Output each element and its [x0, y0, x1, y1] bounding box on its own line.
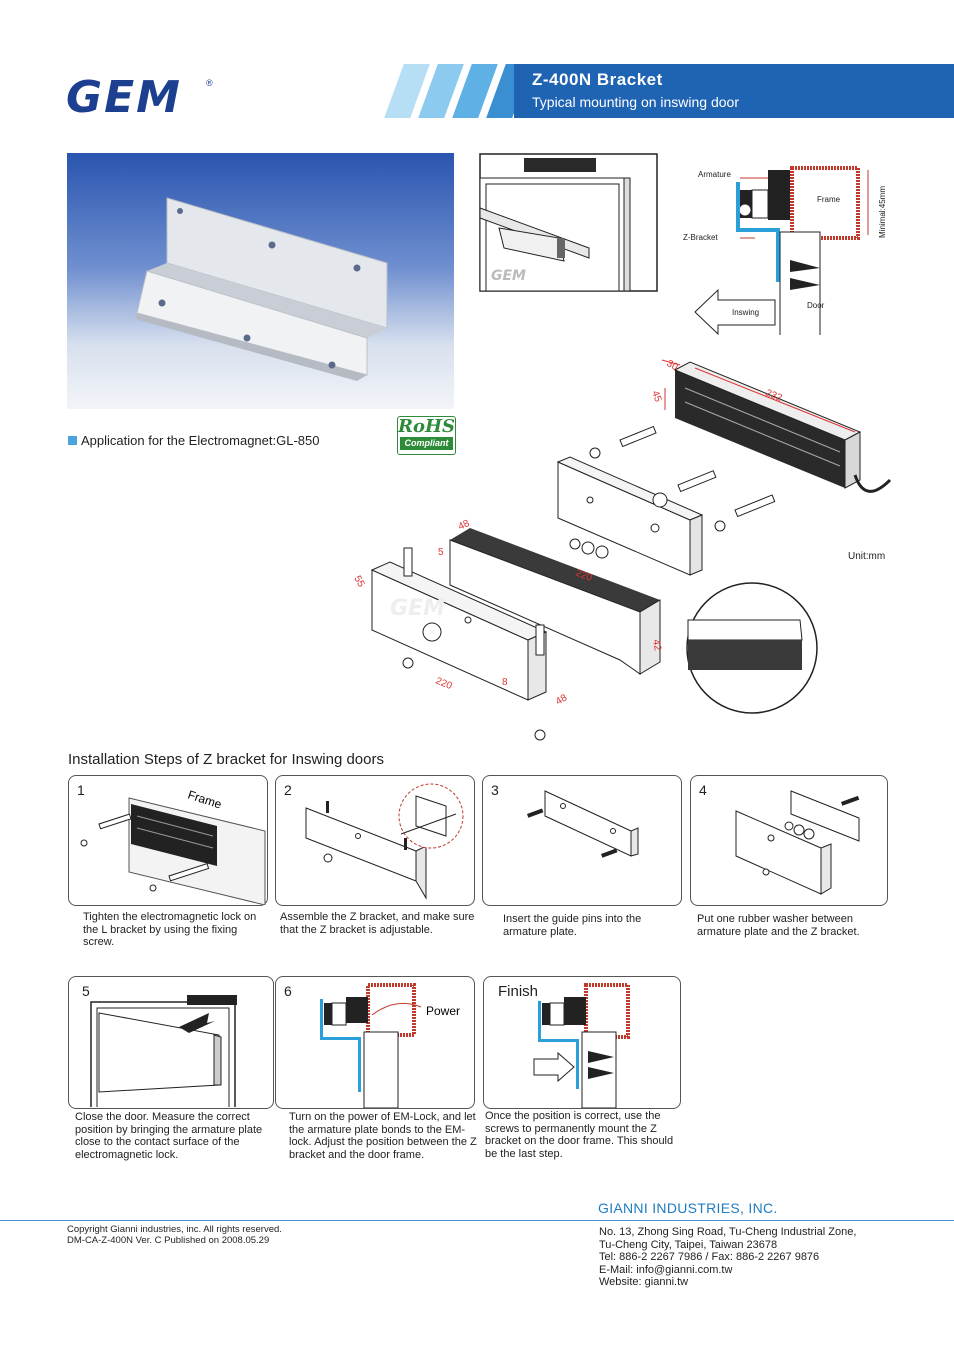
title-banner: Z-400N Bracket Typical mounting on inswi… — [384, 64, 954, 118]
dim-30: 30 — [665, 358, 681, 373]
dim-48a: 48 — [457, 518, 472, 533]
registered-mark: ® — [206, 78, 213, 88]
document-version: DM-CA-Z-400N Ver. C Published on 2008.05… — [67, 1235, 270, 1246]
gem-logo: GEM ® — [66, 72, 216, 124]
address-block: No. 13, Zhong Sing Road, Tu-Cheng Indust… — [599, 1226, 856, 1289]
step-3-illustration — [527, 790, 639, 858]
armature-label: Armature — [698, 170, 731, 179]
application-note: Application for the Electromagnet:GL-850 — [68, 433, 319, 448]
step-1-description: Tighten the electromagnetic lock on the … — [83, 911, 257, 948]
step-finish-panel: Finish — [483, 976, 681, 1109]
dim-48b: 48 — [554, 692, 570, 707]
step-4-panel: 4 — [690, 775, 888, 906]
step-5-description: Close the door. Measure the correct posi… — [75, 1111, 263, 1161]
address-line-2: Tu-Cheng City, Taipei, Taiwan 23678 — [599, 1238, 778, 1251]
diagram-watermark: GEM — [390, 596, 445, 621]
step-4-description: Put one rubber washer between armature p… — [697, 913, 860, 938]
step-number: 2 — [284, 782, 292, 798]
bracket-photo-illustration — [135, 197, 388, 381]
minimal-label: Minimal:45mm — [878, 186, 887, 238]
z-bracket-label: Z-Bracket — [683, 233, 718, 242]
step-6-panel: 6 Power — [275, 976, 475, 1109]
step-number: 1 — [77, 782, 85, 798]
door-label: Door — [807, 301, 825, 310]
email: E-Mail: info@gianni.com.tw — [599, 1263, 733, 1276]
product-photo — [67, 153, 454, 409]
website: Website: gianni.tw — [599, 1276, 689, 1288]
step-finish-illustration — [533, 983, 630, 1108]
bullet-square-icon — [68, 436, 77, 445]
step-number: 5 — [82, 983, 90, 999]
cross-section-diagram: Armature Frame Z-Bracket Minimal:45mm In… — [683, 166, 887, 335]
steps-section-title: Installation Steps of Z bracket for Insw… — [68, 751, 384, 768]
step-number: 6 — [284, 983, 292, 999]
dim-5: 5 — [438, 547, 444, 558]
rohs-label: RoHS — [398, 416, 455, 437]
dim-8: 8 — [502, 677, 508, 688]
rohs-badge: RoHS Compliant — [397, 416, 456, 455]
power-label: Power — [426, 1004, 460, 1018]
page-title: Z-400N Bracket — [532, 70, 663, 89]
dim-55: 55 — [351, 574, 366, 590]
footer-divider — [0, 1220, 954, 1221]
dim-45: 45 — [649, 389, 663, 404]
step-2-panel: 2 — [275, 775, 475, 906]
step-4-illustration — [735, 790, 860, 895]
step-3-panel: 3 — [482, 775, 682, 906]
rohs-compliant-label: Compliant — [400, 437, 453, 450]
step-5-panel: 5 — [68, 976, 274, 1109]
copyright-block: Copyright Gianni industries, inc. All ri… — [67, 1224, 282, 1246]
step-1-panel: 1 Frame — [68, 775, 268, 906]
application-text: Application for the Electromagnet:GL-850 — [81, 433, 320, 448]
frame-label: Frame — [186, 788, 224, 812]
exploded-assembly-diagram: 30 45 232 48 5 220 42 55 220 8 48 GEM — [351, 358, 892, 741]
step-finish-description: Once the position is correct, use the sc… — [485, 1110, 674, 1160]
step-5-illustration — [90, 995, 237, 1107]
step-2-illustration — [305, 783, 464, 900]
frame-label: Frame — [817, 195, 841, 204]
unit-label: Unit:mm — [848, 551, 886, 562]
diagram-watermark: GEM — [491, 268, 526, 284]
step-1-illustration: Frame — [80, 788, 266, 905]
page-subtitle: Typical mounting on inswing door — [532, 94, 740, 110]
step-6-illustration: Power — [320, 983, 460, 1108]
logo-text: GEM — [66, 72, 182, 123]
copyright-text: Copyright Gianni industries, inc. All ri… — [67, 1224, 282, 1235]
company-name: GIANNI INDUSTRIES, INC. — [598, 1200, 778, 1216]
inswing-label: Inswing — [732, 308, 759, 317]
door-corner-diagram: GEM — [479, 153, 658, 292]
step-3-description: Insert the guide pins into the armature … — [503, 913, 642, 938]
banner-bar — [514, 64, 954, 118]
step-number: Finish — [498, 983, 539, 1000]
dim-42: 42 — [650, 639, 663, 652]
address-line-1: No. 13, Zhong Sing Road, Tu-Cheng Indust… — [599, 1226, 857, 1238]
dim-220b: 220 — [434, 676, 454, 693]
step-number: 3 — [491, 782, 499, 798]
step-6-description: Turn on the power of EM-Lock, and let th… — [289, 1111, 477, 1161]
phone-fax: Tel: 886-2 2267 7986 / Fax: 886-2 2267 9… — [599, 1251, 820, 1263]
step-2-description: Assemble the Z bracket, and make sure th… — [280, 911, 475, 936]
step-number: 4 — [699, 782, 707, 798]
